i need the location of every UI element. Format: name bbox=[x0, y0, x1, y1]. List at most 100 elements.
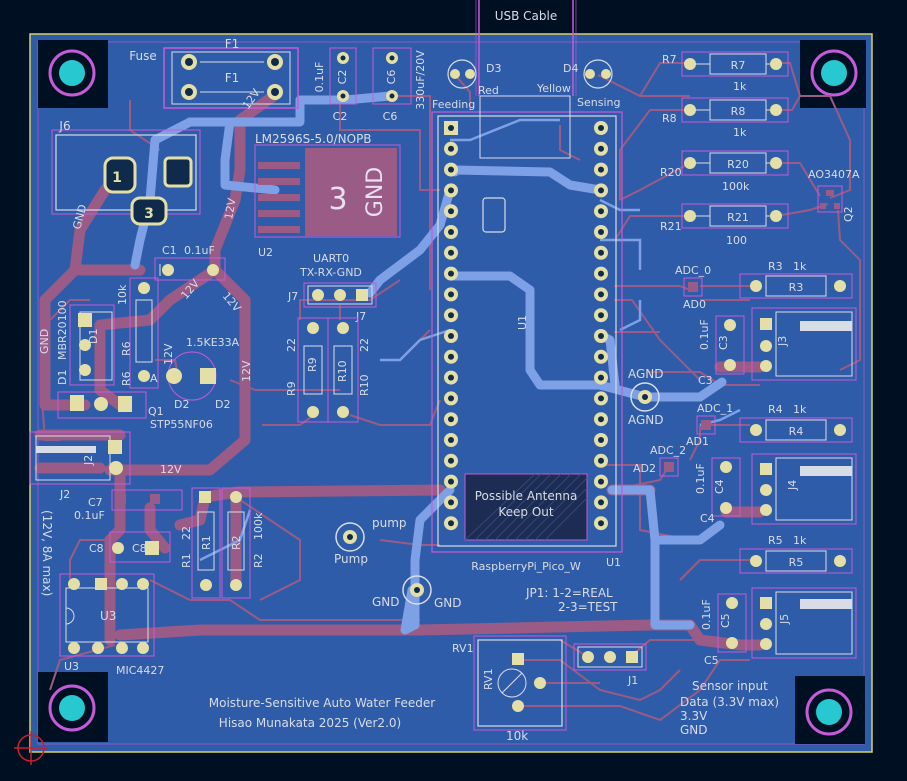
d4-function-label: Sensing bbox=[577, 96, 620, 109]
u1-pin-drill bbox=[598, 249, 604, 256]
mounting-hole-top-right bbox=[800, 40, 866, 108]
u1-pin-drill bbox=[448, 395, 454, 402]
agnd-label-bottom: AGND bbox=[628, 413, 664, 427]
sensor-channel-3[interactable]: R5 R5 1k C5 0.1uF C5 J5 bbox=[700, 534, 857, 667]
test-point-agnd[interactable]: AGND AGND bbox=[628, 367, 664, 427]
power-note: (12V, 8A max) bbox=[40, 510, 54, 596]
pump-label: Pump bbox=[334, 552, 368, 566]
sensor-channel-1[interactable]: R3 R3 1k C3 0.1uF C3 J3 bbox=[698, 260, 857, 387]
resistor-r1[interactable]: R1 22 R1 bbox=[180, 487, 221, 599]
sensor-channel-2[interactable]: R4 R4 1k C4 0.1uF C4 J4 bbox=[694, 403, 857, 525]
u1-pin-drill bbox=[448, 437, 454, 443]
u1-pin-drill bbox=[448, 125, 454, 131]
u1-pin-drill bbox=[448, 374, 454, 381]
resistor-r20[interactable]: R20 R20 100k bbox=[660, 150, 789, 193]
j7-ref-label: J7 bbox=[287, 290, 298, 303]
d4-color-label: Yellow bbox=[536, 82, 571, 95]
test-point-pump[interactable]: Pump pump bbox=[334, 516, 407, 566]
connector-j2[interactable]: J2 J2 (12V, 8A max) bbox=[29, 431, 131, 596]
u1-pin-drill bbox=[448, 187, 454, 194]
u1-pin-drill bbox=[448, 291, 454, 298]
u1-pin-drill bbox=[448, 229, 454, 235]
r10-ref-label: R10 bbox=[358, 374, 371, 396]
r8-value-label: 1k bbox=[733, 126, 747, 139]
capacitor-c2[interactable]: C2 0.1uF bbox=[313, 47, 357, 105]
transistor-q2[interactable]: AO3407A Q2 bbox=[808, 168, 860, 222]
capacitor-c7[interactable]: C7 0.1uF bbox=[74, 489, 183, 522]
sensor-input-title: Sensor input bbox=[692, 679, 768, 693]
sensor-input-line2: 3.3V bbox=[680, 709, 708, 723]
r4-value-label: 1k bbox=[793, 403, 807, 416]
diode-d1[interactable]: D1 D1 MBR20100 bbox=[56, 300, 115, 386]
gnd-label-left: GND bbox=[372, 595, 400, 609]
net-12v-u2: 12V bbox=[222, 197, 239, 221]
r21-body-label: R21 bbox=[727, 211, 749, 224]
c4-ref-label: C4 bbox=[700, 512, 715, 525]
diode-d2[interactable]: 1.5KE33A 12V D2 D2 A bbox=[150, 336, 240, 411]
j4-ref-label: J4 bbox=[786, 480, 799, 491]
u1-pin-drill bbox=[448, 353, 454, 360]
c1-ref-label: C1 bbox=[162, 244, 177, 257]
r10-value-label: 22 bbox=[358, 338, 371, 352]
connector-j6[interactable]: 1 3 J6 bbox=[51, 119, 201, 226]
resistor-r21[interactable]: R21 R21 100 bbox=[660, 203, 789, 247]
r20-body-label: R20 bbox=[727, 158, 749, 171]
resistor-r10[interactable]: R10 22 R10 bbox=[327, 317, 371, 423]
led-d3[interactable]: D3 Red Feeding bbox=[432, 59, 501, 111]
test-point-gnd[interactable]: GND GND bbox=[372, 575, 462, 610]
capacitor-c8[interactable]: C8 C8 bbox=[89, 531, 171, 563]
potentiometer-rv1[interactable]: RV1 RV1 10k bbox=[452, 635, 567, 743]
u1-pin-drill bbox=[598, 125, 604, 131]
resistor-r7[interactable]: R7 R7 1k bbox=[662, 51, 789, 93]
module-u1-pico-w[interactable]: Possible Antenna Keep Out RaspberryPi_Pi… bbox=[431, 95, 623, 573]
mounting-hole-bottom-left bbox=[38, 672, 108, 742]
u1-pin-drill bbox=[598, 520, 604, 527]
u1-pin-drill bbox=[448, 270, 454, 277]
ad1-label: AD1 bbox=[686, 435, 709, 448]
adc2-label: ADC_2 bbox=[650, 444, 686, 457]
j1-ref-label: J1 bbox=[627, 674, 638, 687]
top-copper-signal-traces bbox=[39, 62, 861, 722]
resistor-r9[interactable]: R9 22 R9 bbox=[285, 317, 329, 423]
u3-body-label: U3 bbox=[100, 609, 116, 623]
u1-pin-drill bbox=[598, 187, 604, 194]
resistor-r2[interactable]: R2 100k R2 bbox=[221, 487, 265, 599]
capacitor-c1[interactable]: C1 0.1uF bbox=[154, 244, 226, 281]
c1-value-label: 0.1uF bbox=[184, 244, 215, 257]
antenna-keepout-line2: Keep Out bbox=[498, 505, 554, 519]
connector-j7-uart[interactable]: UART0 TX-RX-GND J7 J7 bbox=[287, 252, 377, 323]
r6-body-label: R6 bbox=[120, 341, 133, 356]
ad0-label: AD0 bbox=[683, 298, 706, 311]
r5-value-label: 1k bbox=[793, 534, 807, 547]
fuse-f1[interactable]: F1 F1 Fuse bbox=[129, 37, 299, 109]
ground-zone-outline bbox=[37, 41, 865, 745]
r9-ref-label: R9 bbox=[285, 381, 298, 396]
u1-pin-drill bbox=[448, 312, 454, 319]
regulator-u2[interactable]: 3 GND LM2596S-5.0/NOPB U2 bbox=[254, 132, 401, 259]
jumper-j1[interactable]: J1 JP1: 1-2=REAL 2-3=TEST bbox=[525, 586, 647, 687]
r8-ref-label: R8 bbox=[662, 112, 677, 125]
r6-value-label: 10k bbox=[116, 284, 129, 305]
test-pad-ad0[interactable]: ADC_0 AD0 bbox=[675, 264, 711, 311]
test-pad-ad2[interactable]: ADC_2 AD2 bbox=[633, 444, 686, 477]
resistor-r6[interactable]: R6 10k R6 bbox=[116, 277, 159, 389]
d3-function-label: Feeding bbox=[432, 98, 475, 111]
r7-value-label: 1k bbox=[733, 80, 747, 93]
q1-part-label: STP55NF06 bbox=[150, 418, 213, 431]
net-gnd-left: GND bbox=[38, 329, 51, 354]
capacitor-c6[interactable]: C6 C6 330uF/20V C2 bbox=[333, 47, 427, 123]
c5-body-label: C5 bbox=[719, 613, 732, 628]
u1-pin-drill bbox=[598, 208, 604, 215]
r3-ref-label: R3 bbox=[768, 260, 783, 273]
net-gnd-j6: GND bbox=[70, 203, 89, 231]
test-pad-ad1[interactable]: ADC_1 AD1 bbox=[686, 402, 733, 448]
c7-value-label: 0.1uF bbox=[74, 509, 105, 522]
d4-ref-label: D4 bbox=[563, 62, 578, 75]
resistor-r8[interactable]: R8 R8 1k bbox=[662, 97, 789, 139]
mosfet-q1[interactable]: Q1 STP55NF06 bbox=[57, 391, 213, 431]
led-d4[interactable]: D4 Yellow Sensing bbox=[536, 59, 620, 109]
r3-value-label: 1k bbox=[793, 260, 807, 273]
driver-u3[interactable]: U3 U3 MIC4427 bbox=[59, 573, 164, 677]
c6-ref-label-2: C6 bbox=[383, 110, 398, 123]
